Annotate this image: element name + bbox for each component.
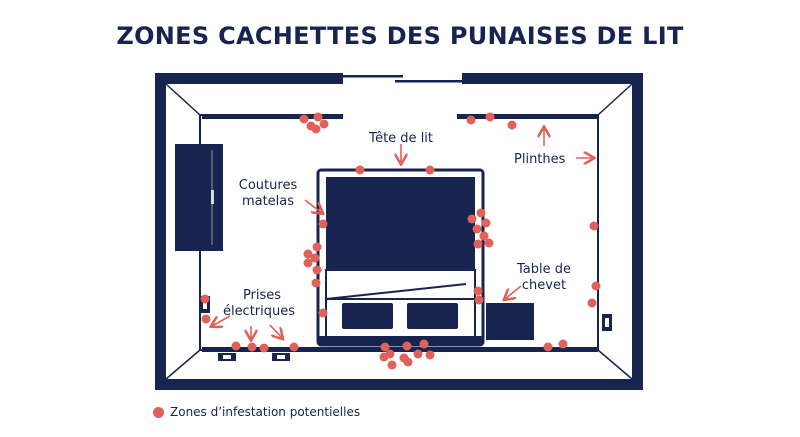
- outlet-bottom-2: [272, 353, 290, 361]
- electrical-outlets: [200, 296, 612, 361]
- label-nightstand-line1: Table de: [516, 262, 571, 277]
- arrow-outlet-left: [212, 315, 231, 326]
- legend-dot-icon: [153, 406, 164, 418]
- label-baseboards: Plinthes: [514, 152, 566, 167]
- nightstand: [486, 303, 534, 340]
- label-headboard: Tête de lit: [368, 131, 433, 146]
- arrow-nightstand: [505, 285, 522, 299]
- outlet-left-wall: [200, 296, 210, 313]
- label-outlets-line2: électriques: [223, 304, 295, 319]
- arrow-mattress: [304, 199, 322, 213]
- diagram-title: ZONES CACHETTES DES PUNAISES DE LIT: [116, 22, 684, 50]
- infestation-dots: [200, 112, 601, 370]
- outlet-bottom-1: [218, 353, 236, 361]
- label-nightstand-line2: chevet: [522, 278, 566, 293]
- label-mattress-line1: Coutures: [239, 178, 298, 193]
- legend: Zones d’infestation potentielles: [153, 405, 360, 419]
- label-outlets-line1: Prises: [243, 288, 281, 303]
- wardrobe: [175, 144, 223, 251]
- bed: [316, 168, 485, 347]
- outlet-right-wall: [602, 314, 612, 331]
- legend-label: Zones d’infestation potentielles: [170, 405, 361, 419]
- outer-walls: [155, 73, 643, 390]
- baseboards: [202, 114, 598, 352]
- annotation-arrows: [212, 128, 593, 339]
- pillow-right: [407, 303, 458, 329]
- pillow-left: [342, 303, 393, 329]
- arrow-outlet-right: [269, 324, 282, 338]
- label-mattress-line2: matelas: [242, 194, 294, 209]
